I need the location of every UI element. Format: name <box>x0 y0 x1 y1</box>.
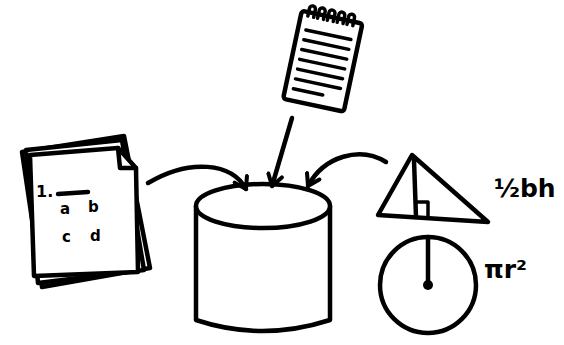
circle <box>380 237 476 333</box>
center-dot <box>423 280 433 290</box>
area-formula: ½bh <box>494 176 556 201</box>
arrow <box>308 154 386 186</box>
answer-option: c <box>62 230 71 245</box>
dog-ear <box>118 148 136 168</box>
question-number: 1. <box>36 184 53 200</box>
answer-option: a <box>60 202 70 217</box>
height-line <box>414 160 416 217</box>
arrow <box>272 118 292 186</box>
answer-option: b <box>88 200 99 215</box>
area-formula: πr² <box>484 257 527 282</box>
answer-line <box>58 192 88 194</box>
triangle <box>378 155 488 222</box>
radius-line <box>426 237 431 284</box>
answer-option: d <box>90 229 101 244</box>
right-angle-mark <box>416 202 428 218</box>
arrow <box>148 167 246 189</box>
database-top <box>196 184 330 228</box>
paper-sheet <box>22 136 150 287</box>
paper-sheet <box>26 140 144 283</box>
notepad <box>283 4 364 112</box>
paper-sheet <box>30 148 138 276</box>
